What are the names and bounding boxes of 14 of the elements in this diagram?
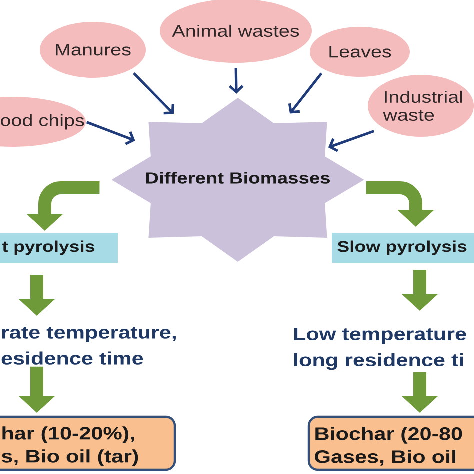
arrow bbox=[328, 130, 375, 152]
condition-text: rate temperature, esidence time bbox=[2, 327, 176, 365]
ellipse-node: Manures bbox=[40, 22, 146, 78]
process-box: Slow pyrolysis bbox=[332, 233, 474, 263]
ellipse-node: Industrial waste bbox=[368, 75, 474, 137]
arrow bbox=[133, 72, 174, 115]
product-box: har (10-20%), s, Bio oil (tar) bbox=[0, 416, 176, 472]
condition-text: Low temperature long residence ti bbox=[294, 328, 466, 370]
arrow bbox=[86, 121, 136, 146]
arrow bbox=[229, 68, 244, 94]
product-box: Biochar (20-80 Gases, Bio oil bbox=[308, 416, 474, 472]
process-box: t pyrolysis bbox=[0, 233, 118, 263]
arrow bbox=[288, 72, 323, 114]
ellipse-node: Leaves bbox=[310, 27, 410, 77]
